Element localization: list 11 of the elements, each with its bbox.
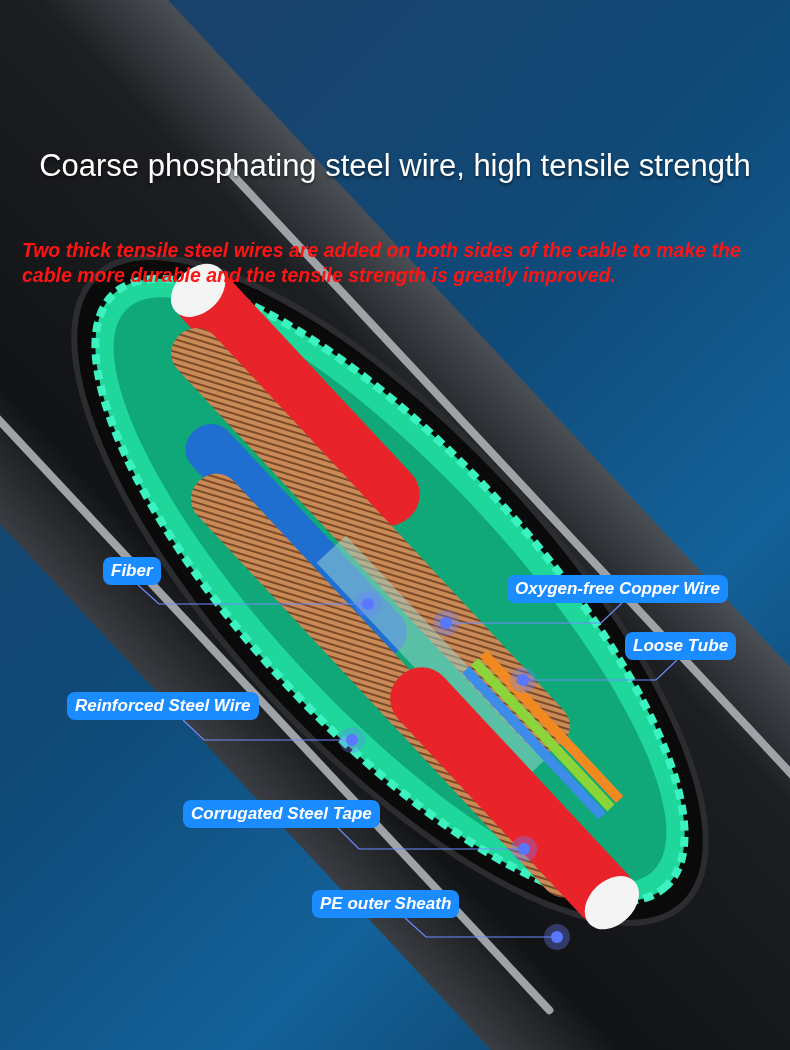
heading: Coarse phosphating steel wire, high tensile strength bbox=[38, 148, 752, 184]
callout-label: Oxygen-free Copper Wire bbox=[507, 575, 728, 603]
callout-label: PE outer Sheath bbox=[312, 890, 460, 918]
callout-label: Reinforced Steel Wire bbox=[67, 692, 259, 720]
leader-line bbox=[451, 602, 623, 624]
callout-label: Loose Tube bbox=[625, 632, 737, 660]
callout-label: Fiber bbox=[103, 557, 161, 585]
callout-label: Corrugated Steel Tape bbox=[183, 800, 380, 828]
leader-line bbox=[182, 719, 347, 741]
leader-line bbox=[528, 659, 678, 681]
leader-line bbox=[337, 827, 519, 850]
